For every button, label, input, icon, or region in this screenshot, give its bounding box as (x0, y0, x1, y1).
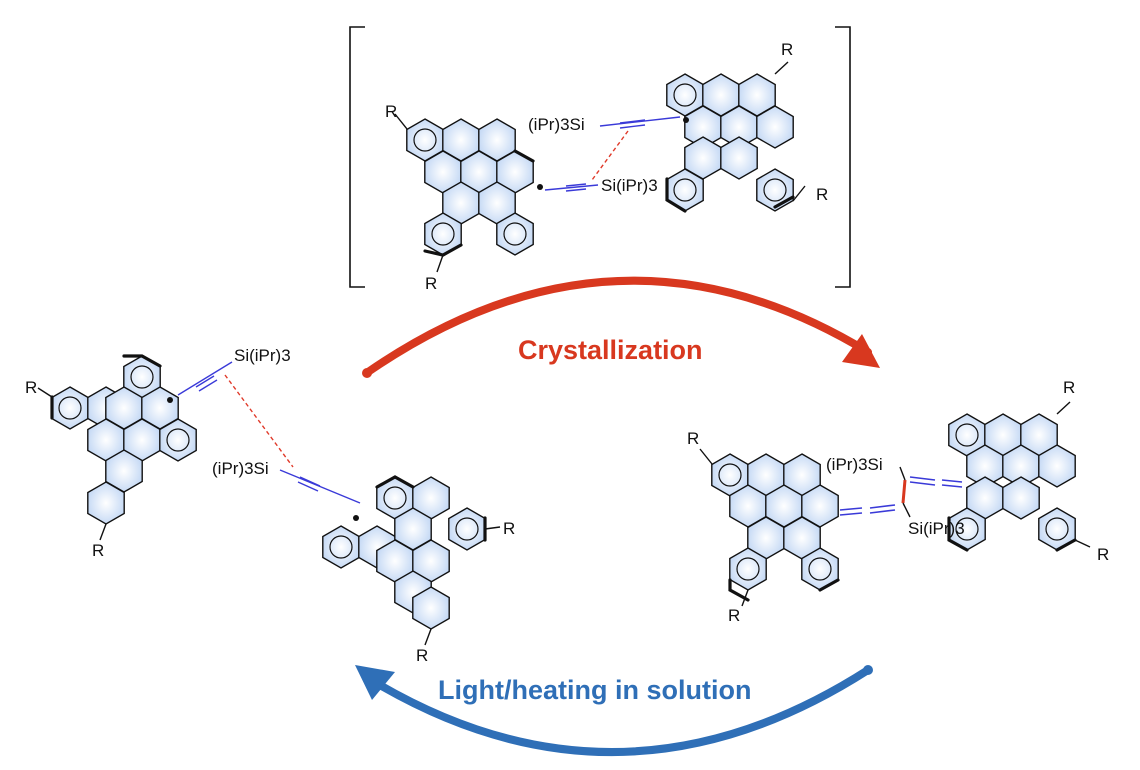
silyl-label-right: Si(iPr)3 (601, 176, 658, 195)
radical-dot-icon (353, 515, 359, 521)
top-left-radical-unit (394, 113, 535, 273)
r-label: R (425, 274, 437, 293)
light-heating-arrow (364, 666, 872, 756)
silyl-label-left: (iPr)3Si (528, 115, 585, 134)
radical-dot-icon (537, 184, 543, 190)
dashed-contact-icon (224, 374, 294, 468)
r-label: R (781, 40, 793, 59)
r-label: R (25, 378, 37, 397)
r-label: R (1097, 545, 1109, 564)
right-cumulene-unit-left (699, 448, 840, 607)
arrowhead-icon (355, 665, 395, 700)
top-alkyne-lower (544, 184, 599, 191)
silyl-label-left: (iPr)3Si (212, 459, 269, 478)
radical-dot-icon (683, 117, 689, 123)
crystallization-label: Crystallization (518, 335, 703, 365)
dashed-contact-icon (591, 130, 629, 181)
right-cumulene-unit-right (947, 401, 1091, 552)
r-label: R (728, 606, 740, 625)
r-label: R (1063, 378, 1075, 397)
left-radical-unit-upper (37, 354, 197, 541)
left-bracket (349, 26, 365, 288)
right-bracket (835, 26, 851, 288)
r-label: R (816, 185, 828, 204)
silyl-label-right: Si(iPr)3 (908, 519, 965, 538)
radical-dot-icon (167, 397, 173, 403)
r-label: R (503, 519, 515, 538)
top-right-radical-unit (665, 61, 806, 213)
light-heating-label: Light/heating in solution (438, 675, 751, 705)
r-label: R (92, 541, 104, 560)
top-alkyne-upper (599, 116, 681, 127)
left-radical-unit-lower (322, 475, 501, 646)
r-label: R (687, 429, 699, 448)
central-bond (901, 479, 907, 504)
r-label: R (416, 646, 428, 665)
arrowhead-icon (842, 334, 880, 368)
silyl-label-right: Si(iPr)3 (234, 346, 291, 365)
crystallization-arrow (364, 276, 872, 376)
silyl-label-left: (iPr)3Si (826, 455, 883, 474)
r-label: R (385, 102, 397, 121)
